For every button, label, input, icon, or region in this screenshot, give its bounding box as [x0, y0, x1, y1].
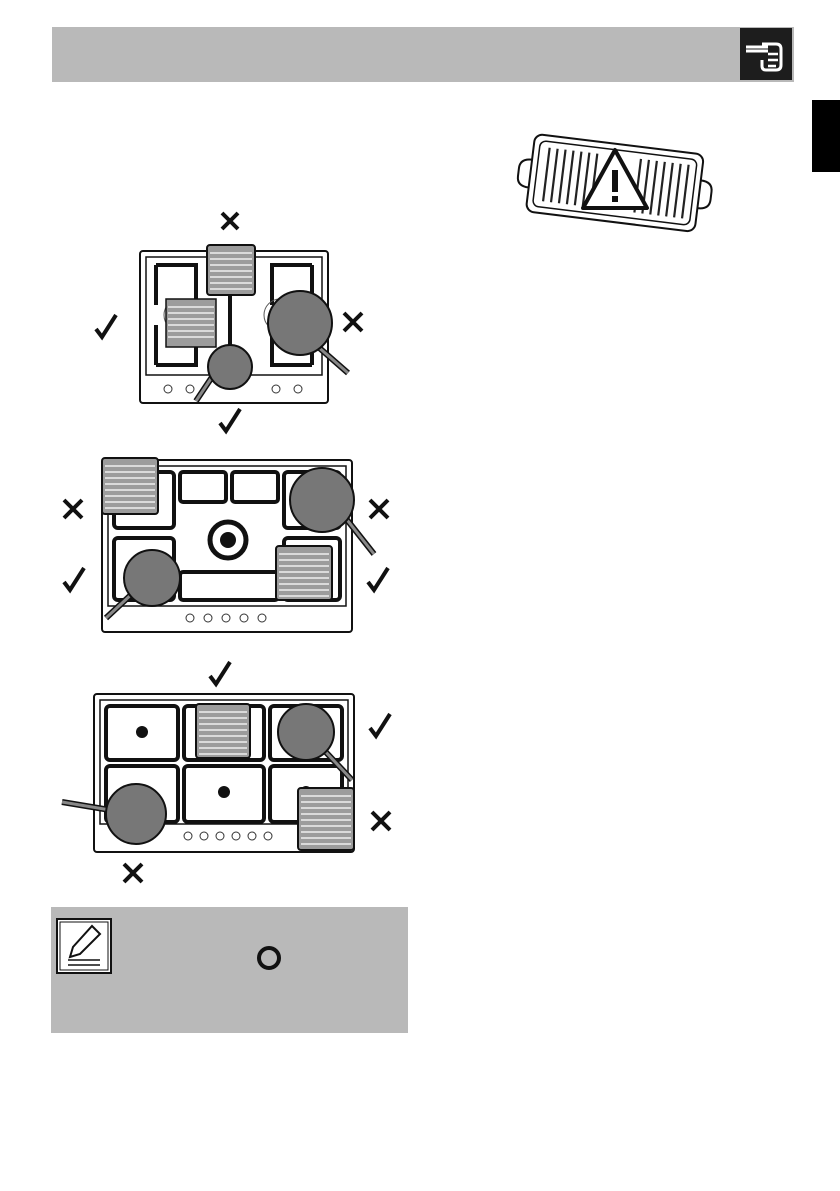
pencil-note-icon — [56, 918, 112, 974]
pointing-hand-icon — [740, 28, 792, 80]
check-mark-left — [64, 568, 84, 590]
pan-large-top-right — [290, 468, 354, 532]
circle-outline-icon — [254, 943, 284, 973]
check-mark-top — [210, 662, 230, 684]
hob-four-burner-illustration — [80, 205, 380, 445]
hob-five-burner-illustration — [56, 452, 406, 642]
pan-top-right — [278, 704, 334, 760]
cross-mark-top — [222, 213, 238, 229]
check-mark-right — [370, 714, 390, 736]
check-mark-left — [96, 315, 116, 337]
pan-small-front — [208, 345, 252, 389]
page-header-bar — [52, 27, 794, 82]
cross-mark-left — [64, 500, 82, 518]
pan-bottom-left — [124, 550, 180, 606]
pan-large-right — [268, 291, 332, 355]
cross-mark-right — [344, 313, 362, 331]
grill-pan-bottom-right — [298, 788, 354, 850]
cross-mark-right — [370, 500, 388, 518]
chapter-side-tab — [812, 100, 840, 172]
check-mark-right — [368, 568, 388, 590]
grill-pan-left — [166, 299, 216, 347]
check-mark-bottom — [220, 409, 240, 431]
cross-mark-bottom — [124, 864, 142, 882]
hob-wide-illustration — [54, 652, 410, 890]
cross-mark-right — [372, 812, 390, 830]
note-box — [51, 907, 408, 1033]
grill-plate-illustration — [515, 130, 715, 250]
pan-bottom-left — [106, 784, 166, 844]
